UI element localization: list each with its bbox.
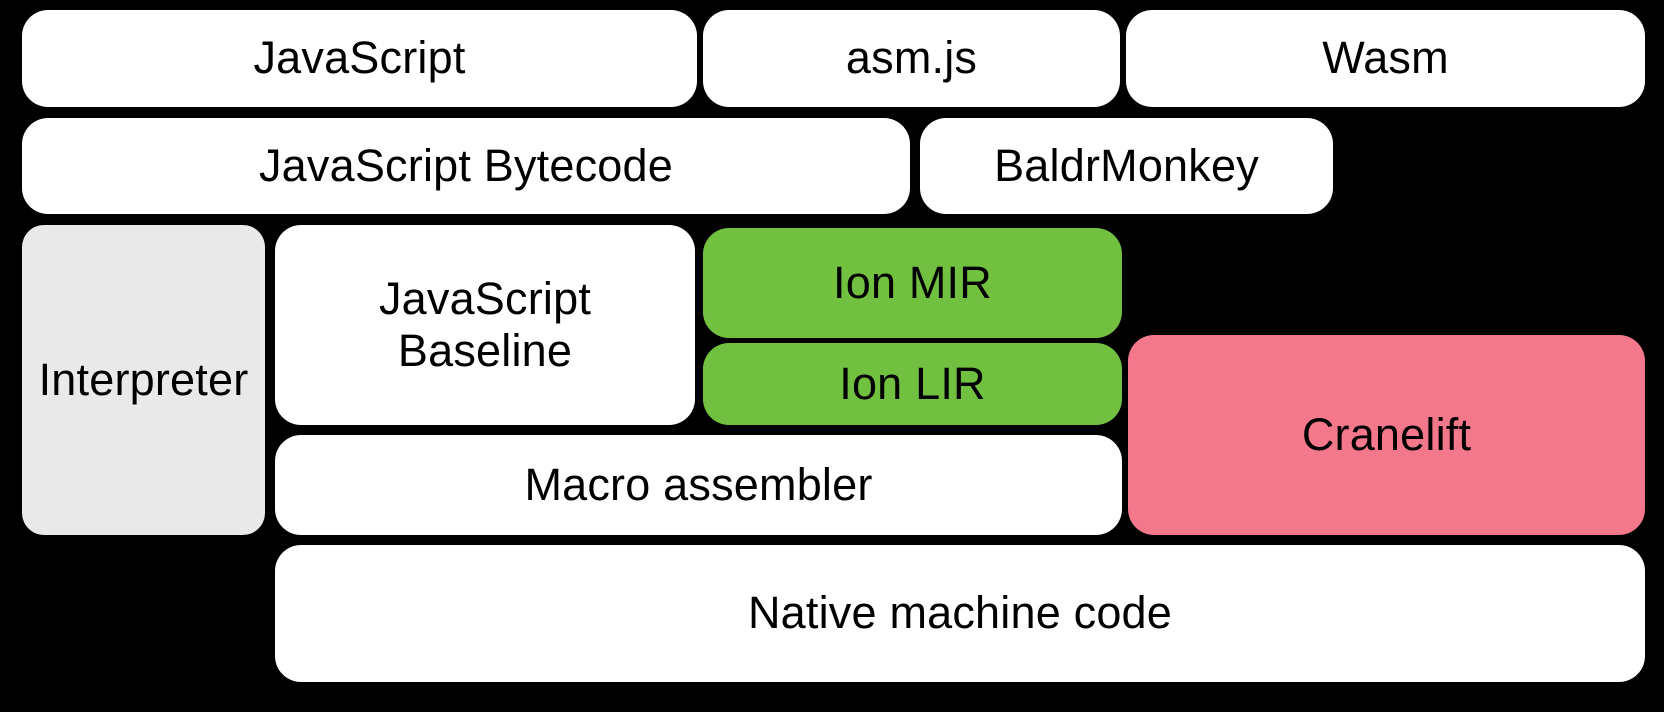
node-ion-mir[interactable]: Ion MIR	[703, 228, 1122, 338]
node-native-machine-code[interactable]: Native machine code	[275, 545, 1645, 682]
node-javascript[interactable]: JavaScript	[22, 10, 697, 107]
node-macro-assembler[interactable]: Macro assembler	[275, 435, 1122, 535]
node-javascript-bytecode[interactable]: JavaScript Bytecode	[22, 118, 910, 214]
node-cranelift[interactable]: Cranelift	[1128, 335, 1645, 535]
node-asmjs[interactable]: asm.js	[703, 10, 1120, 107]
node-wasm[interactable]: Wasm	[1126, 10, 1645, 107]
node-javascript-baseline[interactable]: JavaScript Baseline	[275, 225, 695, 425]
node-interpreter[interactable]: Interpreter	[22, 225, 265, 535]
node-ion-lir[interactable]: Ion LIR	[703, 343, 1122, 425]
node-baldrmonkey[interactable]: BaldrMonkey	[920, 118, 1333, 214]
